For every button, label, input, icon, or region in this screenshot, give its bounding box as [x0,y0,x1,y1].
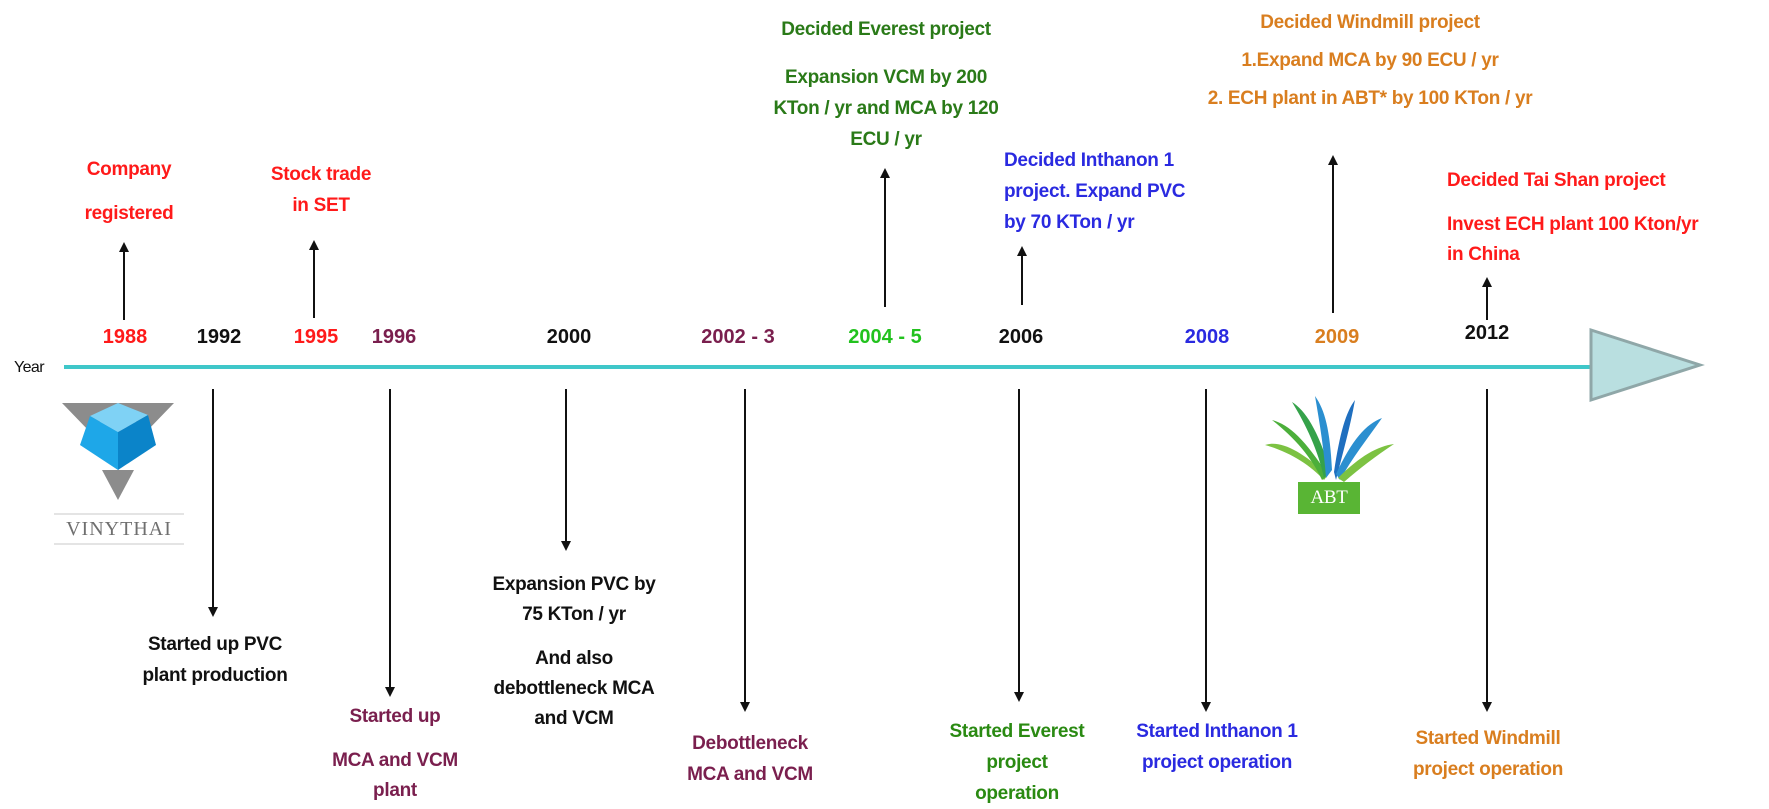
event-2008-line: project operation [1141,752,1293,773]
event-2009-line: 2. ECH plant in ABT* by 100 KTon / yr [1207,88,1533,109]
event-2012-above: Decided Tai Shan project Invest ECH plan… [1447,166,1765,270]
year-label-1996: 1996 [371,326,417,348]
year-label-2012: 2012 [1464,322,1510,344]
event-2006b-line: Started Everest [949,721,1085,742]
event-2006-line: Decided Inthanon 1 [1004,150,1174,171]
year-label-2009: 2009 [1314,326,1360,348]
event-2002-below: Debottleneck MCA and VCM [655,728,845,790]
year-label-1992: 1992 [196,326,242,348]
event-2002-line: MCA and VCM [687,764,813,785]
event-2009-above: Decided Windmill project 1.Expand MCA by… [1170,4,1570,118]
year-label-1995: 1995 [293,326,339,348]
event-2000-line: debottleneck MCA [493,678,655,699]
event-1996-line: MCA and VCM [332,750,458,771]
event-2006-line: by 70 KTon / yr [1004,212,1135,233]
event-1992-line: plant production [142,665,288,686]
event-2012-line: in China [1447,244,1520,265]
event-2002-line: Debottleneck [692,733,808,754]
event-1995-above: Stock trade in SET [246,159,396,221]
abt-logo-text: ABT [1310,487,1348,508]
year-label-2002-3: 2002 - 3 [701,326,775,348]
event-1996-below: Started up MCA and VCM plant [295,702,495,806]
event-2012b-line: Started Windmill [1415,728,1561,749]
event-2012-title: Decided Tai Shan project [1447,170,1666,191]
event-2004-line: ECU / yr [850,129,922,150]
event-2006b-line: operation [975,783,1059,804]
timeline-arrowhead [1589,327,1705,403]
event-2004-title: Decided Everest project [781,19,991,40]
event-2012-line: Invest ECH plant 100 Kton/yr [1447,214,1699,235]
event-2000-line: and VCM [534,708,614,729]
vinythai-logo [54,403,184,545]
year-label-2004-5: 2004 - 5 [848,326,922,348]
event-1992-line: Started up PVC [147,634,283,655]
event-1992-below: Started up PVC plant production [100,629,330,691]
vinythai-logo-text: VINYTHAI [66,518,172,540]
event-2009-line: 1.Expand MCA by 90 ECU / yr [1241,50,1499,71]
abt-logo [1265,396,1394,514]
event-1988-above: Company registered [44,148,214,236]
event-1995-line: Stock trade [270,164,372,185]
event-2006-line: project. Expand PVC [1004,181,1186,202]
event-2012-below: Started Windmill project operation [1383,723,1593,785]
axis-label: Year [14,359,45,376]
year-label-2008: 2008 [1184,326,1230,348]
event-2000-line: Expansion PVC by [492,574,656,595]
event-2000-line: And also [535,648,613,669]
event-2006-above: Decided Inthanon 1 project. Expand PVC b… [1004,145,1254,238]
event-1996-line: Started up [349,706,441,727]
event-2000-below: Expansion PVC by 75 KTon / yr And also d… [459,570,689,734]
event-2004-line: Expansion VCM by 200 [784,67,987,88]
event-2009-line: Decided Windmill project [1260,12,1480,33]
event-2012b-line: project operation [1412,759,1564,780]
year-label-2006: 2006 [998,326,1044,348]
event-1988-line: Company [86,159,172,180]
event-1988-line: registered [84,203,174,224]
event-1996-line: plant [373,780,417,801]
event-2008-below: Started Inthanon 1 project operation [1112,716,1322,778]
event-2006b-line: project [986,752,1048,773]
event-2008-line: Started Inthanon 1 [1136,721,1298,742]
event-2004-above: Decided Everest project Expansion VCM by… [721,10,1051,155]
event-2000-line: 75 KTon / yr [522,604,626,625]
event-1995-line: in SET [292,195,350,216]
event-2006-below: Started Everest project operation [917,716,1117,809]
year-label-2000: 2000 [546,326,592,348]
event-2004-line: KTon / yr and MCA by 120 [773,98,999,119]
year-label-1988: 1988 [102,326,148,348]
